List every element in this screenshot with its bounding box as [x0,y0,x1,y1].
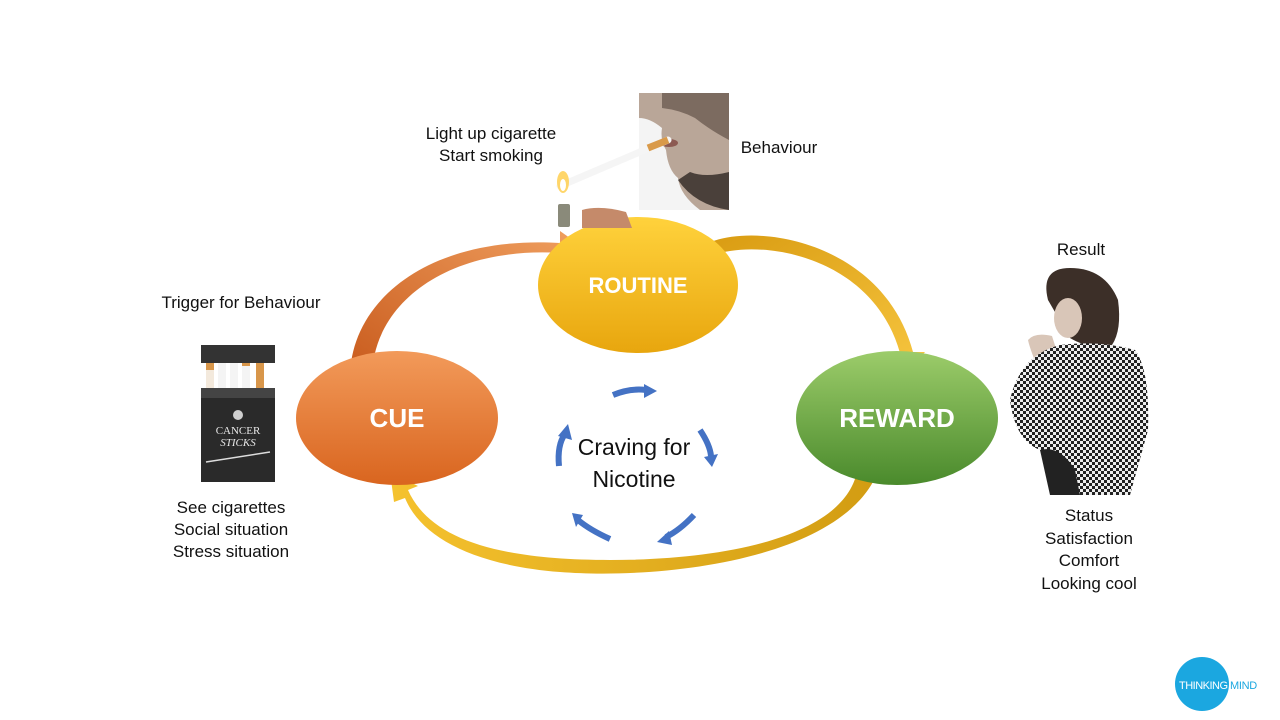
logo-word-thinking: THINKING [1179,680,1228,692]
routine-label: ROUTINE [589,273,688,298]
cycle-arrow-bottom-right [664,512,697,540]
routine-caption: Light up cigarette Start smoking [410,123,572,167]
cue-caption-line: Social situation [173,520,289,539]
reward-caption: Status Satisfaction Comfort Looking cool [1028,505,1150,596]
cycle-arrow-top [611,386,647,398]
logo-circle [1175,657,1229,711]
woman-image [1010,268,1149,495]
routine-node [538,217,738,353]
cigarette-pack-image: CANCER STICKS [201,345,275,482]
reward-caption-line: Status [1064,506,1114,525]
behaviour-label: Behaviour [740,138,818,157]
cue-caption: See cigarettes Social situation Stress s… [155,497,307,563]
reward-caption-line: Comfort [1058,551,1120,571]
reward-node [796,351,998,485]
center-label-line1: Craving for [578,434,691,460]
pack-text-line2: STICKS [220,437,256,449]
result-label: Result [1056,240,1106,259]
routine-caption-line: Light up cigarette [425,124,557,143]
reward-label: REWARD [839,403,955,433]
cycle-arrow-right [697,428,714,457]
smoker-image [556,93,729,228]
arrow-reward-to-cue [390,466,880,574]
logo-word-mind: MIND [1230,680,1257,692]
center-label-line2: Nicotine [592,466,675,492]
cue-caption-line: See cigarettes [176,498,286,517]
reward-caption-line: Satisfaction [1045,528,1133,548]
cycle-arrow-left [555,432,568,467]
thinking-mind-logo: THINKING MIND [1175,657,1258,711]
trigger-label: Trigger for Behaviour [161,293,321,312]
pack-text-line1: CANCER [216,425,261,437]
cycle-arrow-bottom-left [576,517,612,542]
routine-caption-line: Start smoking [439,146,543,165]
reward-caption-line: Looking cool [1041,574,1137,594]
cue-node [296,351,498,485]
cycle-arrow-heads [558,384,718,545]
cue-label: CUE [370,403,425,433]
cue-caption-line: Stress situation [172,542,290,561]
